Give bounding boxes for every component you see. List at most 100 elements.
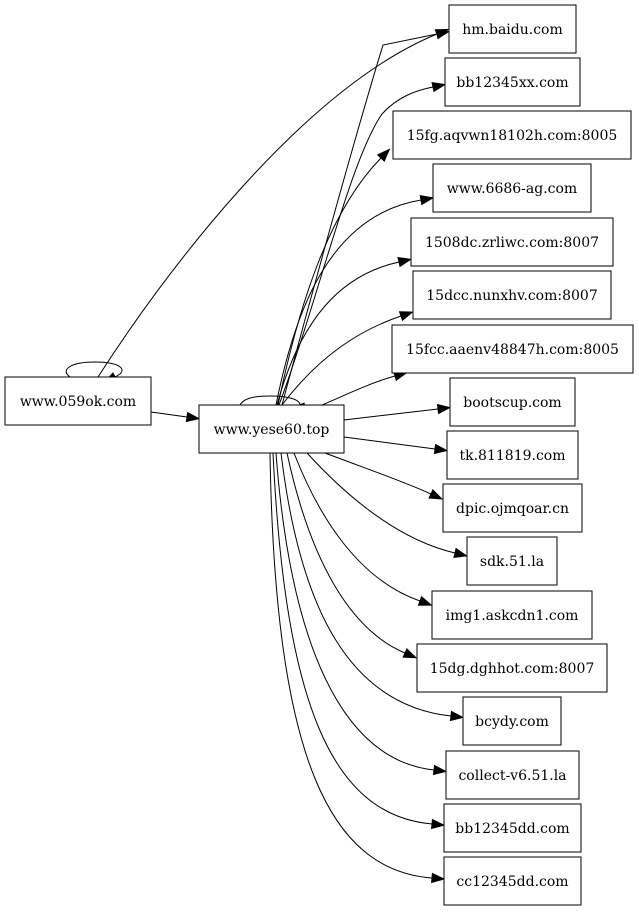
node-label: bb12345dd.com	[455, 821, 569, 837]
node-label: 15fcc.aaenv48847h.com:8005	[406, 342, 619, 358]
node-box	[449, 377, 576, 427]
edge-line	[278, 86, 434, 406]
node-box	[443, 803, 582, 853]
node-n12: sdk.51.la	[466, 536, 558, 586]
edge-n1-n6	[276, 257, 413, 406]
arrow-head-icon	[397, 257, 413, 268]
node-box	[410, 217, 614, 267]
arrow-head-icon	[431, 81, 447, 93]
edge-line	[281, 33, 438, 406]
edge-line	[150, 411, 188, 418]
node-box	[392, 110, 632, 160]
arrow-head-icon	[398, 311, 414, 322]
node-box	[198, 404, 345, 454]
arrow-head-icon	[431, 872, 446, 884]
node-box	[412, 270, 612, 320]
edge-n1-n9	[343, 403, 452, 421]
arrow-head-icon	[449, 710, 465, 722]
node-box	[444, 57, 581, 107]
edge-line	[65, 361, 123, 378]
edge-n1-n3	[278, 81, 447, 406]
edge-line	[343, 436, 436, 450]
edge-n1-n10	[343, 436, 449, 455]
edge-line	[306, 452, 456, 554]
node-box	[442, 483, 583, 533]
node-n1: www.yese60.top	[198, 404, 345, 454]
arrow-head-icon	[435, 28, 451, 40]
edge-line	[97, 33, 438, 378]
node-label: 1508dc.zrliwc.com:8007	[425, 235, 599, 251]
node-label: bootscup.com	[463, 395, 561, 411]
edge-n1-n11	[324, 452, 444, 500]
nodes-layer: www.059ok.com www.yese60.top hm.baidu.com b…	[4, 4, 634, 906]
edge-line	[275, 452, 435, 771]
arrow-head-icon	[185, 411, 201, 423]
edge-n1-n18	[269, 452, 446, 884]
arrow-head-icon	[376, 148, 391, 162]
node-n3: bb12345xx.com	[444, 57, 581, 107]
node-n4: 15fg.aqvwn18102h.com:8005	[392, 110, 632, 160]
edge-line	[343, 408, 439, 421]
node-n11: dpic.ojmqoar.cn	[442, 483, 583, 533]
edge-line	[269, 452, 433, 879]
node-n0: www.059ok.com	[4, 376, 152, 426]
edge-n1-n13	[293, 452, 433, 606]
edge-n1-n15	[280, 452, 465, 722]
edge-n1-n8	[321, 371, 408, 406]
node-label: www.6686-ag.com	[447, 181, 577, 197]
node-box	[416, 643, 608, 693]
node-n8: 15fcc.aaenv48847h.com:8005	[391, 324, 634, 374]
node-box	[466, 536, 558, 586]
node-n18: cc12345dd.com	[443, 856, 582, 906]
edge-line	[286, 452, 406, 654]
edge-line	[324, 452, 432, 495]
node-n9: bootscup.com	[449, 377, 576, 427]
node-n17: bb12345dd.com	[443, 803, 582, 853]
arrow-head-icon	[402, 648, 418, 659]
edge-n1-n12	[306, 452, 469, 558]
arrow-head-icon	[417, 595, 433, 606]
node-box	[4, 376, 152, 426]
node-label: 15dcc.nunxhv.com:8007	[426, 288, 597, 304]
edge-line	[321, 375, 396, 406]
edge-line	[239, 395, 301, 406]
node-box	[391, 324, 634, 374]
edge-n1-n14	[286, 452, 418, 659]
node-box	[431, 590, 593, 640]
edge-n1-n16	[275, 452, 448, 776]
node-label: bb12345xx.com	[456, 75, 568, 91]
edge-line	[277, 157, 382, 406]
node-label: sdk.51.la	[480, 554, 544, 570]
edge-n1-n17	[272, 452, 446, 830]
arrow-head-icon	[436, 403, 452, 415]
node-label: dpic.ojmqoar.cn	[456, 501, 569, 517]
node-label: tk.811819.com	[460, 448, 566, 464]
node-label: cc12345dd.com	[456, 874, 568, 890]
edge-line	[276, 261, 400, 406]
arrow-head-icon	[453, 547, 469, 558]
node-n10: tk.811819.com	[446, 430, 579, 480]
node-label: www.yese60.top	[214, 422, 330, 438]
edge-line	[280, 452, 452, 717]
edge-n1-n2	[281, 28, 451, 406]
node-n14: 15dg.dghhot.com:8007	[416, 643, 608, 693]
edge-n1-n4	[277, 148, 391, 406]
edge-line	[293, 452, 421, 602]
node-box	[445, 750, 580, 800]
node-box	[443, 856, 582, 906]
node-label: 15fg.aqvwn18102h.com:8005	[407, 128, 618, 144]
node-label: www.059ok.com	[20, 394, 136, 410]
node-label: img1.askcdn1.com	[446, 608, 579, 624]
node-n13: img1.askcdn1.com	[431, 590, 593, 640]
node-label: hm.baidu.com	[462, 22, 563, 38]
node-box	[432, 163, 592, 213]
node-n6: 1508dc.zrliwc.com:8007	[410, 217, 614, 267]
node-label: 15dg.dghhot.com:8007	[430, 661, 595, 677]
node-label: bcydy.com	[475, 714, 549, 730]
node-n15: bcydy.com	[462, 696, 562, 746]
node-n7: 15dcc.nunxhv.com:8007	[412, 270, 612, 320]
node-label: collect-v6.51.la	[458, 768, 566, 784]
edge-n1-n7	[281, 311, 414, 406]
arrow-head-icon	[433, 443, 449, 455]
